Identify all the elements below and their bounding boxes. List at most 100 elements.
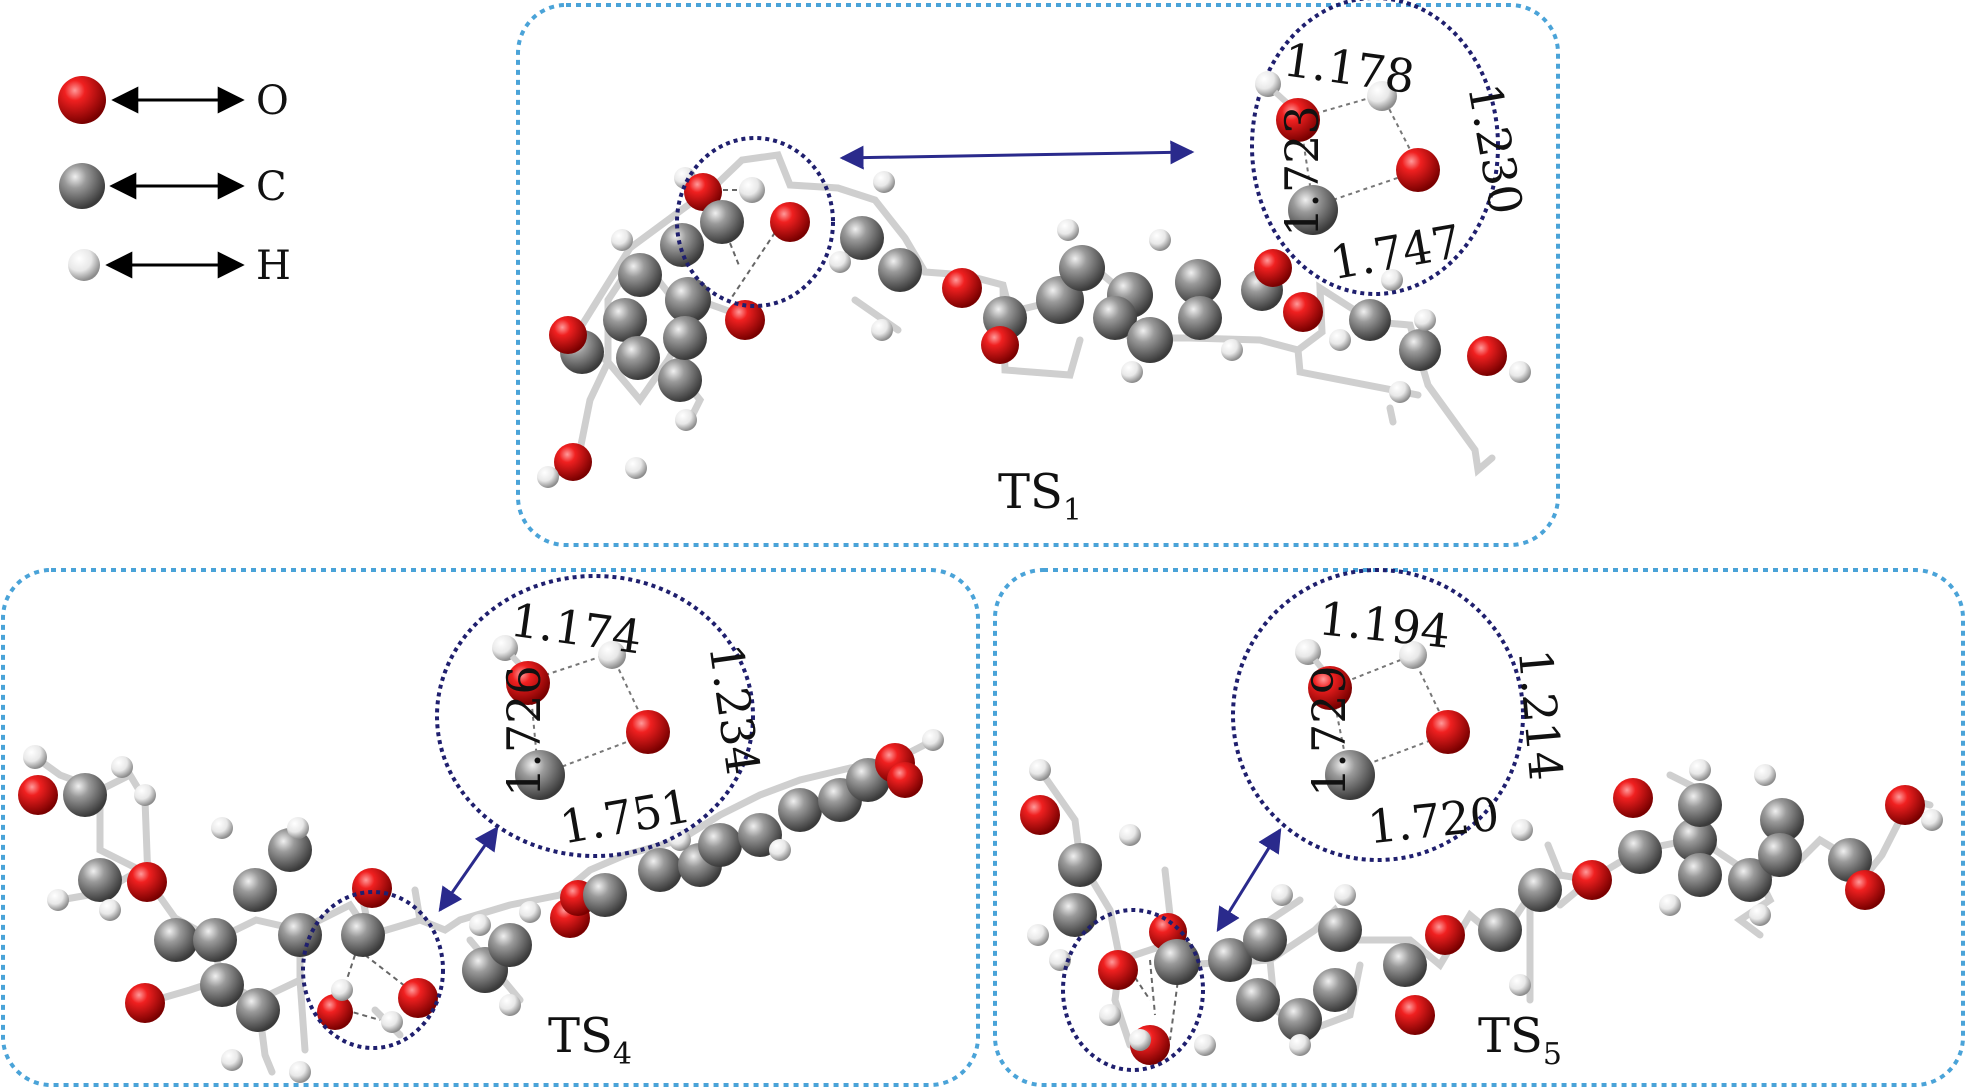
hydrogen-atom: [1414, 309, 1436, 331]
zoom-circle: [435, 574, 755, 858]
hydrogen-atom: [1381, 269, 1403, 291]
hydrogen-atom: [134, 784, 156, 806]
ts-site-highlight: [1061, 908, 1205, 1072]
carbon-atom: [660, 223, 704, 267]
carbon-atom: [1325, 750, 1375, 800]
hydrogen-atom: [1399, 641, 1427, 669]
legend-label-oxygen: O: [256, 78, 289, 124]
oxygen-atom: [770, 202, 810, 242]
distance-left: 1.726: [497, 665, 551, 797]
panel-label-subscript: 5: [1543, 1037, 1562, 1072]
oxygen-atom: [684, 173, 722, 211]
carbon-atom: [78, 858, 122, 902]
oxygen-atom: [317, 994, 353, 1030]
carbon-atom: [1288, 185, 1338, 235]
hydrogen-atom: [1329, 329, 1351, 351]
hydrogen-atom: [519, 901, 541, 923]
panel-ts5: 1.194 1.214 1.729 1.720 TS5: [993, 568, 1965, 1087]
zoom-arrow: [438, 826, 499, 912]
carbon-atom: [1127, 317, 1173, 363]
carbon-atom: [603, 298, 647, 342]
carbon-atom: [200, 963, 244, 1007]
oxygen-atom: [1395, 995, 1435, 1035]
carbon-atom: [1059, 245, 1105, 291]
hydrogen-atom: [1027, 924, 1049, 946]
oxygen-atom-icon: [58, 76, 106, 124]
carbon-atom: [1349, 299, 1391, 341]
carbon-atom-icon: [59, 163, 105, 209]
hydrogen-atom: [675, 409, 697, 431]
hydrogen-atom: [871, 319, 893, 341]
carbon-atom: [341, 913, 385, 957]
carbon-atom: [515, 750, 565, 800]
hydrogen-atom: [287, 817, 309, 839]
carbon-atom: [1154, 939, 1200, 985]
oxygen-atom: [725, 300, 765, 340]
hydrogen-atom: [331, 979, 353, 1001]
hydrogen-atom: [499, 994, 521, 1016]
carbon-atom: [1478, 908, 1522, 952]
oxygen-atom: [1254, 249, 1292, 287]
panel-label: TS4: [548, 1008, 632, 1072]
hydrogen-atom: [1119, 824, 1141, 846]
hydrogen-atom: [221, 1049, 243, 1071]
carbon-atom: [1678, 853, 1722, 897]
hydrogen-atom: [669, 829, 691, 851]
carbon-atom: [1383, 943, 1427, 987]
distance-right: 1.230: [1457, 79, 1533, 218]
carbon-atom: [488, 923, 532, 967]
hydrogen-atom: [1149, 229, 1171, 251]
hydrogen-atom: [111, 756, 133, 778]
hydrogen-atom: [611, 229, 633, 251]
hydrogen-atom: [1367, 81, 1397, 111]
panel-label-main: TS: [998, 464, 1063, 520]
inset-dashed-bonds: [1299, 94, 1419, 206]
oxygen-atom: [1572, 860, 1612, 900]
carbon-atom: [193, 918, 237, 962]
oxygen-atom: [352, 868, 392, 908]
legend-label-hydrogen: H: [256, 243, 291, 289]
panel-label: TS1: [998, 464, 1082, 528]
carbon-atom: [878, 248, 922, 292]
hydrogen-atom: [23, 745, 47, 769]
carbon-atom: [1758, 833, 1802, 877]
zoom-arrow: [839, 140, 1195, 170]
zoom-circle: [1231, 568, 1525, 862]
carbon-atom: [665, 277, 711, 323]
hydrogen-atom: [1255, 71, 1281, 97]
hydrogen-atom: [1295, 639, 1321, 665]
hydrogen-atom: [873, 171, 895, 193]
hydrogen-atom: [922, 729, 944, 751]
hydrogen-atom: [1509, 361, 1531, 383]
distance-bottom: 1.720: [1365, 787, 1502, 854]
carbon-atom: [840, 216, 884, 260]
zoom-circle: [1250, 0, 1500, 296]
carbon-atom: [663, 316, 707, 360]
panel-label-main: TS: [548, 1008, 613, 1064]
distance-top: 1.174: [507, 593, 645, 665]
carbon-atom: [1236, 978, 1280, 1022]
panel-ts4: 1.174 1.234 1.726 1.751 TS4: [1, 568, 980, 1087]
oxygen-atom: [1613, 778, 1653, 818]
carbon-atom: [1208, 938, 1252, 982]
distance-left: 1.723: [1275, 105, 1329, 237]
carbon-atom: [154, 918, 198, 962]
legend-label-carbon: C: [256, 164, 287, 210]
hydrogen-atom: [1511, 819, 1533, 841]
oxygen-atom: [1467, 336, 1507, 376]
hydrogen-atom: [289, 1061, 311, 1083]
oxygen-atom: [1396, 148, 1440, 192]
oxygen-atom: [1276, 98, 1320, 142]
molecule-atoms: [537, 167, 1531, 488]
zoom-inset: 1.194 1.214 1.729 1.720: [1231, 568, 1573, 862]
oxygen-atom: [1845, 870, 1885, 910]
oxygen-atom: [18, 775, 58, 815]
hydrogen-atom: [1289, 1034, 1311, 1056]
carbon-atom: [1318, 908, 1362, 952]
hydrogen-atom: [1389, 381, 1411, 403]
hydrogen-atom-icon: [68, 249, 100, 281]
hydrogen-atom: [1659, 894, 1681, 916]
oxygen-atom: [887, 762, 923, 798]
oxygen-atom: [1308, 666, 1352, 710]
